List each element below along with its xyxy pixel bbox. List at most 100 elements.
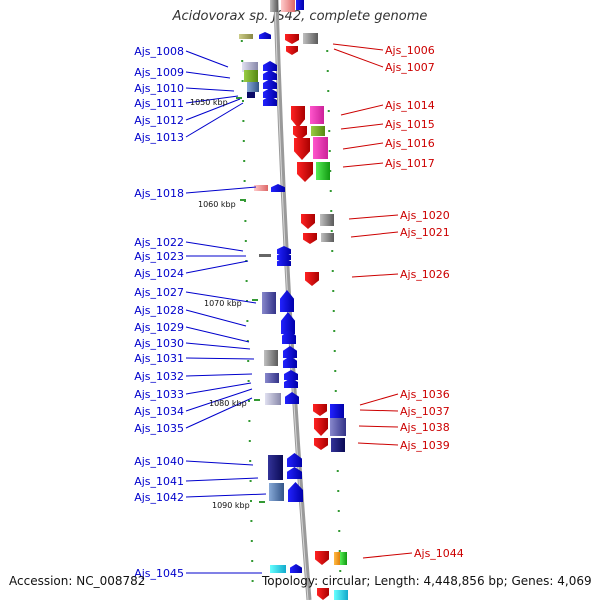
gene-block [259,254,271,257]
left-leader-line [185,388,253,412]
right-leader-line [342,142,384,150]
gene-block [239,34,253,39]
gene-block [270,565,286,573]
gene-arrow-down [317,588,329,600]
gene-block [316,162,330,180]
scale-tick-minor [338,550,341,552]
gene-arrow-up [284,370,298,380]
gene-arrow-up [290,564,302,573]
right-leader-line [357,442,399,446]
accession-label: Accession: NC_008782 [9,574,146,588]
right-leader-line [359,409,399,412]
right-leader-line [333,48,384,68]
gene-block [311,126,325,136]
scale-tick-minor [338,530,341,532]
scale-label: 1090 kbp [212,501,250,510]
scale-tick-minor [337,510,340,512]
scale-tick-minor [333,330,336,332]
gene-arrow-up [263,70,277,80]
right-gene-label: Ajs_1007 [385,61,435,74]
gene-block [247,92,255,98]
gene-arrow-up [287,467,302,479]
gene-arrow-down [293,126,307,140]
scale-tick-minor [333,350,336,352]
left-gene-label: Ajs_1013 [134,131,184,144]
gene-block [262,292,276,314]
left-gene-label: Ajs_1033 [134,388,184,401]
left-gene-label: Ajs_1041 [134,475,184,488]
feature-blocks [239,0,348,600]
scale-tick-minor [248,440,251,442]
scale-tick-minor [246,320,249,322]
scale-tick-minor [242,100,244,102]
scale-tick-minor [331,250,334,252]
scale-tick-minor [242,120,245,122]
gene-block [247,82,259,92]
right-gene-labels: Ajs_1006Ajs_1007Ajs_1014Ajs_1015Ajs_1016… [385,44,464,560]
gene-block [242,62,258,72]
gene-arrow-down [297,162,313,182]
gene-arrow-down [303,233,317,244]
scale-tick-minor [250,500,252,502]
left-leader-line [185,357,255,360]
scale-tick-minor [247,360,250,362]
scale-tick-minor [248,400,250,402]
gene-arrow-down [286,46,298,55]
gene-arrow-down [314,418,328,436]
left-gene-label: Ajs_1028 [134,304,184,317]
left-gene-label: Ajs_1010 [134,82,184,95]
right-leader-lines [332,43,413,559]
gene-arrow-down [291,106,305,128]
right-gene-label: Ajs_1036 [400,388,450,401]
left-gene-label: Ajs_1031 [134,352,184,365]
scale-tick-minor [246,300,248,302]
right-gene-label: Ajs_1037 [400,405,450,418]
gene-block [268,455,283,467]
left-leader-lines [185,50,267,574]
gene-block [320,214,334,226]
gene-block [296,0,304,10]
scale-tick-minor [243,160,246,162]
left-gene-label: Ajs_1008 [134,45,184,58]
scale-tick-minor [244,200,246,202]
left-leader-line [185,98,241,121]
right-gene-label: Ajs_1038 [400,421,450,434]
left-leader-line [185,342,251,350]
gene-arrow-up [281,312,295,334]
left-leader-line [185,241,244,252]
scale-tick-minor [328,130,331,132]
left-gene-label: Ajs_1045 [134,567,184,580]
right-leader-line [340,104,384,116]
gene-arrow-up [263,61,277,71]
scale-tick-minor [331,270,334,272]
right-leader-line [359,393,399,406]
left-leader-line [185,309,247,327]
gene-block [265,373,279,383]
scale-tick-minor [326,70,329,72]
gene-arrow-up [285,392,299,404]
gene-arrow-up [263,96,277,106]
scale-tick-minor [334,390,337,392]
gene-block [334,590,348,600]
gene-arrow-up [284,378,298,388]
right-leader-line [342,162,384,168]
scale-label: 1060 kbp [198,200,236,209]
left-gene-label: Ajs_1030 [134,337,184,350]
gene-block [334,552,341,565]
scale-tick-minor [245,280,248,282]
scale-label: 1080 kbp [209,399,247,408]
scale-tick-minor [244,220,247,222]
gene-block [330,418,346,436]
gene-block [303,33,318,44]
left-gene-label: Ajs_1042 [134,491,184,504]
left-leader-line [185,460,254,466]
scale-tick-minor [326,50,329,52]
scale-tick-minor [248,420,251,422]
scale-tick-minor [329,170,332,172]
left-leader-line [185,373,253,377]
gene-block [254,185,268,191]
scale-tick-minor [332,290,335,292]
right-gene-label: Ajs_1017 [385,157,435,170]
left-gene-label: Ajs_1022 [134,236,184,249]
